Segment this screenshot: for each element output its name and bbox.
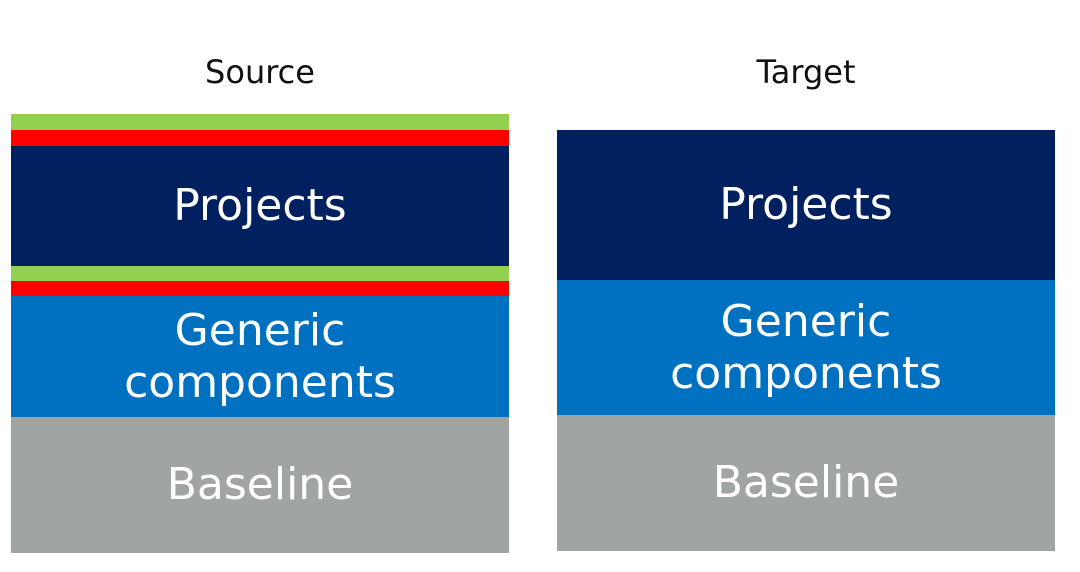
target-stack: Projects Generic components Baseline: [557, 130, 1055, 551]
source-middle-red-stripe: [11, 281, 509, 296]
target-title: Target: [756, 53, 856, 91]
source-generic-components-layer: Generic components: [11, 296, 509, 417]
target-baseline-layer: Baseline: [557, 415, 1055, 551]
source-middle-green-stripe: [11, 266, 509, 281]
source-top-green-stripe: [11, 114, 509, 130]
source-top-red-stripe: [11, 130, 509, 146]
source-stack: Projects Generic components Baseline: [11, 114, 509, 553]
target-generic-components-layer: Generic components: [557, 280, 1055, 415]
source-baseline-layer: Baseline: [11, 417, 509, 553]
source-projects-layer: Projects: [11, 146, 509, 266]
target-projects-layer: Projects: [557, 130, 1055, 280]
source-title: Source: [205, 53, 315, 91]
